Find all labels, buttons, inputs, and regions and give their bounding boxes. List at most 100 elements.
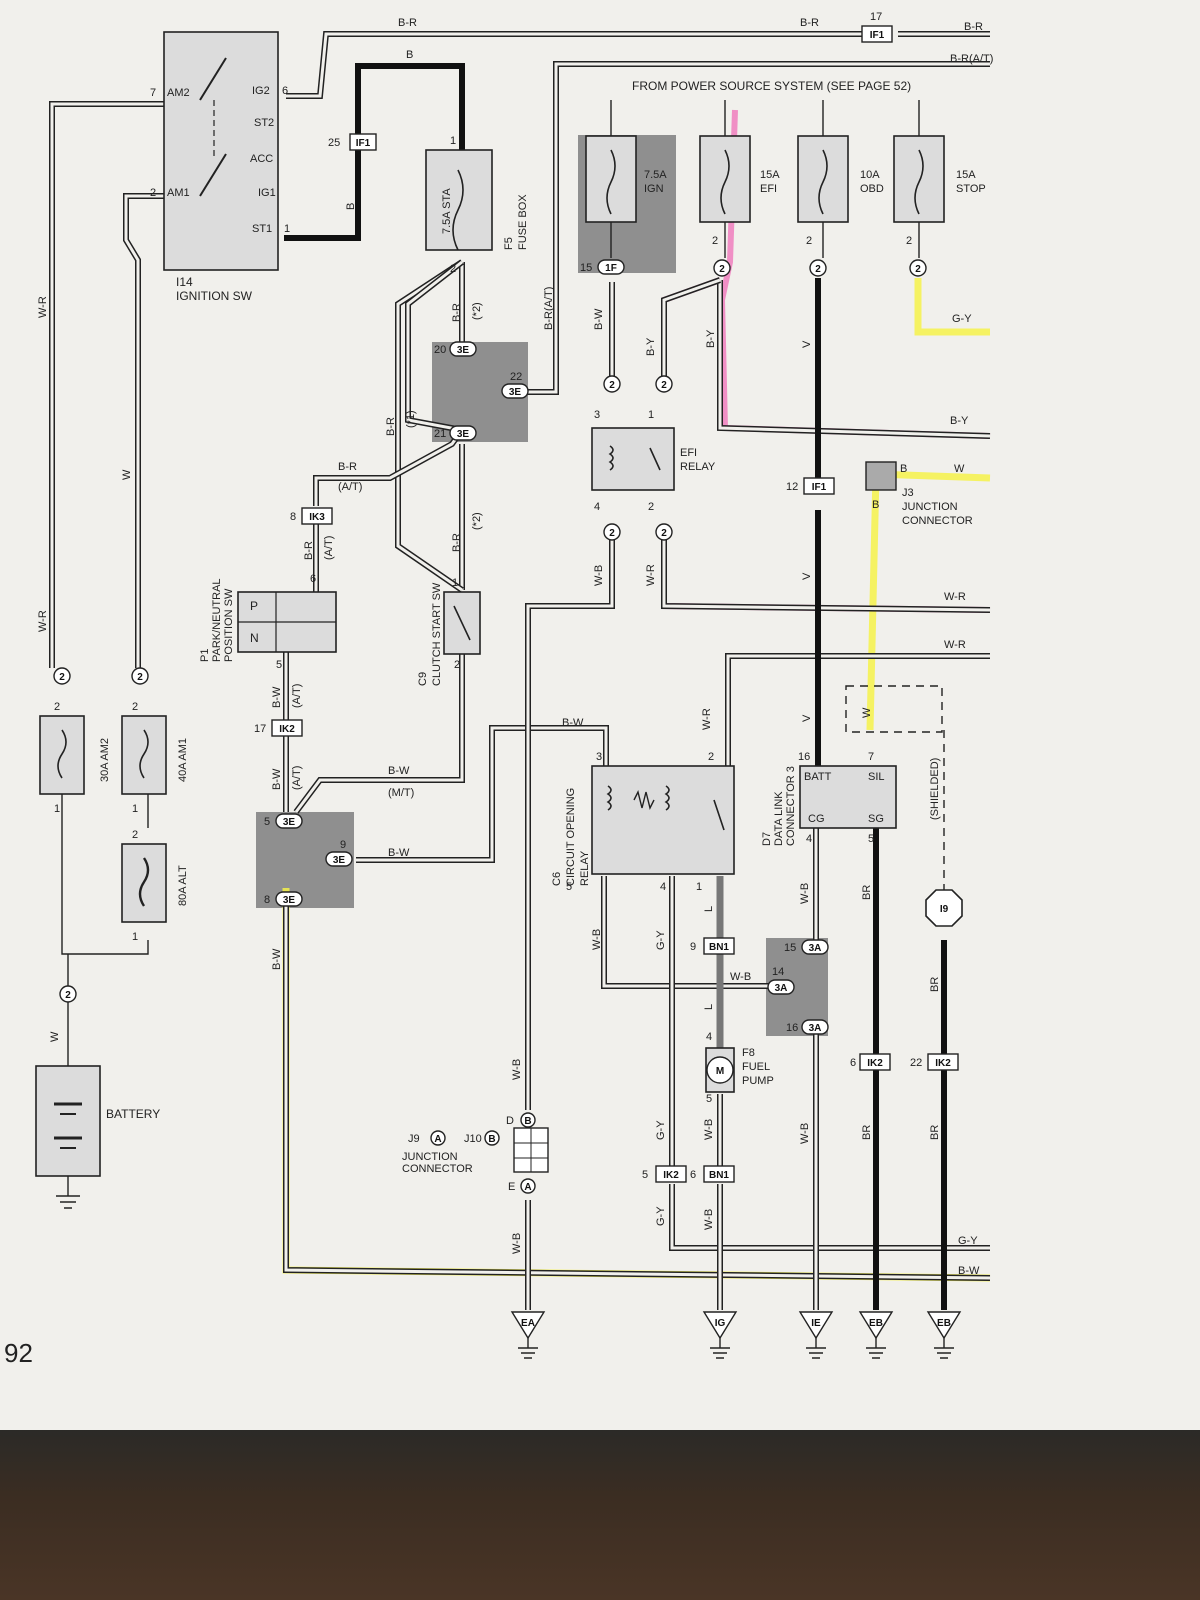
svg-text:(A/T): (A/T) xyxy=(291,684,303,708)
svg-text:(*1): (*1) xyxy=(405,410,417,428)
svg-text:15: 15 xyxy=(784,942,796,954)
svg-text:B-R: B-R xyxy=(451,533,463,552)
svg-text:B: B xyxy=(345,203,357,210)
svg-text:E: E xyxy=(508,1181,515,1193)
svg-text:IG1: IG1 xyxy=(258,187,276,199)
svg-text:C6: C6 xyxy=(551,872,563,886)
svg-text:B-W: B-W xyxy=(271,768,283,790)
svg-text:W-B: W-B xyxy=(593,565,605,586)
svg-text:BR: BR xyxy=(929,977,941,992)
svg-text:6: 6 xyxy=(690,1169,696,1181)
svg-text:OBD: OBD xyxy=(860,183,884,195)
svg-text:IK3: IK3 xyxy=(309,512,325,523)
highlight-stop-g-y xyxy=(914,278,990,336)
svg-text:1: 1 xyxy=(54,803,60,815)
highlight-efi-b-y xyxy=(718,109,991,439)
svg-text:2: 2 xyxy=(661,528,667,539)
svg-text:B-Y: B-Y xyxy=(705,329,717,348)
svg-text:B-W: B-W xyxy=(388,847,410,859)
svg-text:1: 1 xyxy=(132,931,138,943)
svg-text:W-B: W-B xyxy=(591,929,603,950)
svg-text:3A: 3A xyxy=(775,983,788,994)
svg-text:6: 6 xyxy=(850,1057,856,1069)
fuse-30a-am2: 30A AM2 xyxy=(39,715,111,795)
svg-text:3A: 3A xyxy=(809,1023,822,1034)
page-number: 92 xyxy=(4,1338,33,1368)
svg-text:W-R: W-R xyxy=(645,564,657,586)
svg-text:B-R: B-R xyxy=(800,17,819,29)
svg-text:15A: 15A xyxy=(760,169,780,181)
svg-text:POSITION SW: POSITION SW xyxy=(223,588,235,662)
svg-text:80A ALT: 80A ALT xyxy=(177,865,189,906)
svg-text:M: M xyxy=(716,1066,724,1077)
fuse-stems xyxy=(610,100,920,258)
svg-text:2: 2 xyxy=(806,235,812,247)
svg-text:BN1: BN1 xyxy=(709,942,729,953)
svg-text:FUSE BOX: FUSE BOX xyxy=(517,194,529,250)
j9-j10-junction-connector: B D A E J9 A J10 B JUNCTION CONNECTOR xyxy=(402,1112,549,1194)
svg-text:B-W: B-W xyxy=(271,686,283,708)
svg-text:B-R: B-R xyxy=(398,17,417,29)
svg-text:F5: F5 xyxy=(503,237,515,250)
svg-text:7.5A STA: 7.5A STA xyxy=(441,188,453,234)
svg-text:B-R(A/T): B-R(A/T) xyxy=(950,53,993,65)
fuse-stop: 15A STOP xyxy=(893,135,986,223)
svg-text:J10: J10 xyxy=(464,1133,482,1145)
svg-text:IGN: IGN xyxy=(644,183,664,195)
svg-text:BATTERY: BATTERY xyxy=(106,1107,160,1121)
svg-text:(A/T): (A/T) xyxy=(338,481,362,493)
svg-text:12: 12 xyxy=(786,481,798,493)
svg-text:22: 22 xyxy=(910,1057,922,1069)
svg-text:IF1: IF1 xyxy=(356,138,371,149)
svg-text:IE: IE xyxy=(811,1318,821,1329)
svg-text:1: 1 xyxy=(132,803,138,815)
svg-text:W-B: W-B xyxy=(511,1233,523,1254)
svg-text:W-R: W-R xyxy=(944,639,966,651)
power-source-note: FROM POWER SOURCE SYSTEM (SEE PAGE 52) xyxy=(632,79,911,93)
svg-text:BR: BR xyxy=(861,1125,873,1140)
svg-text:D: D xyxy=(506,1115,514,1127)
svg-text:W: W xyxy=(121,469,133,480)
svg-text:IF1: IF1 xyxy=(870,30,885,41)
svg-text:IK2: IK2 xyxy=(279,724,295,735)
svg-text:7.5A: 7.5A xyxy=(644,169,667,181)
svg-text:BATT: BATT xyxy=(804,771,832,783)
svg-text:IK2: IK2 xyxy=(663,1170,679,1181)
svg-text:B: B xyxy=(406,49,413,61)
efi-relay: EFI RELAY xyxy=(591,427,716,491)
svg-text:2: 2 xyxy=(906,235,912,247)
svg-text:L: L xyxy=(703,1004,715,1010)
svg-text:D7: D7 xyxy=(761,832,773,846)
svg-text:B-R: B-R xyxy=(338,461,357,473)
svg-text:B-W: B-W xyxy=(562,717,584,729)
svg-text:RELAY: RELAY xyxy=(579,850,591,886)
svg-text:3E: 3E xyxy=(457,345,470,356)
svg-text:W-B: W-B xyxy=(703,1209,715,1230)
svg-text:B-W: B-W xyxy=(958,1265,980,1277)
svg-text:RELAY: RELAY xyxy=(680,461,716,473)
svg-text:BR: BR xyxy=(861,885,873,900)
svg-text:B-W: B-W xyxy=(593,308,605,330)
svg-text:2: 2 xyxy=(150,187,156,199)
svg-text:B-R: B-R xyxy=(385,417,397,436)
svg-text:EB: EB xyxy=(869,1318,883,1329)
svg-text:6: 6 xyxy=(282,85,288,97)
svg-text:16: 16 xyxy=(786,1022,798,1034)
clutch-start-switch: C9 CLUTCH START SW xyxy=(417,582,481,686)
svg-text:2: 2 xyxy=(454,659,460,671)
svg-text:IF1: IF1 xyxy=(812,482,827,493)
svg-text:W: W xyxy=(49,1031,61,1042)
svg-text:C9: C9 xyxy=(417,672,429,686)
svg-text:2: 2 xyxy=(648,501,654,513)
svg-text:(*2): (*2) xyxy=(471,512,483,530)
svg-text:P1: P1 xyxy=(199,649,211,662)
svg-text:40A AM1: 40A AM1 xyxy=(177,738,189,782)
svg-text:SIL: SIL xyxy=(868,771,885,783)
svg-text:EA: EA xyxy=(521,1318,535,1329)
svg-text:2: 2 xyxy=(609,528,615,539)
svg-text:G-Y: G-Y xyxy=(655,930,667,950)
svg-text:4: 4 xyxy=(706,1031,712,1043)
svg-text:1: 1 xyxy=(450,135,456,147)
circuit-opening-relay: C6 CIRCUIT OPENING RELAY xyxy=(551,765,735,886)
svg-text:8: 8 xyxy=(264,894,270,906)
